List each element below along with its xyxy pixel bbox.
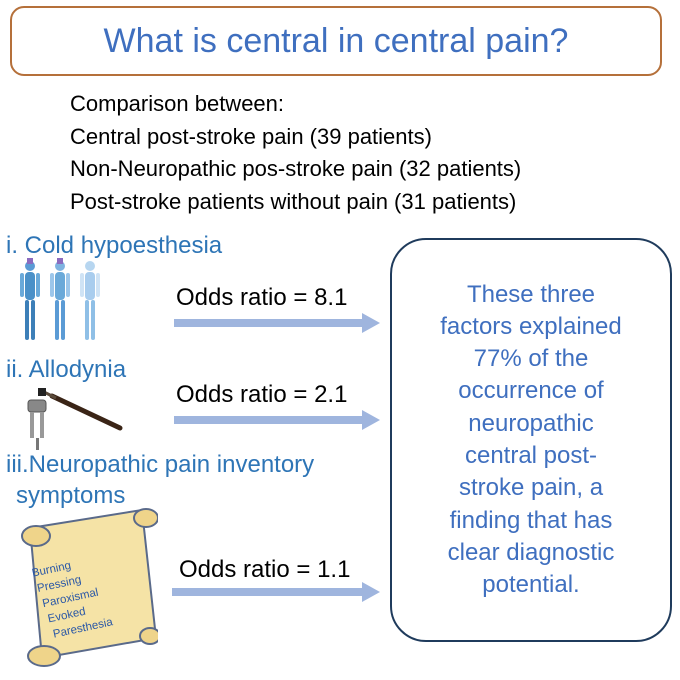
scroll-icon: [21, 508, 158, 667]
summary-line: central post-: [464, 442, 598, 469]
comparison-group: Non-Neuropathic pos-stroke pain (32 pati…: [70, 156, 522, 181]
comparison-group: Central post-stroke pain (39 patients): [70, 123, 432, 149]
body-figure-3: [80, 261, 100, 340]
comparison-heading: Comparison between:: [70, 91, 285, 116]
title-box: What is central in central pain?: [10, 6, 662, 76]
comparison-group: Post-stroke patients without pain (31 pa…: [70, 188, 517, 214]
arrow-3: [172, 582, 380, 602]
comparison-block: Comparison between: Central post-stroke …: [70, 88, 521, 218]
arrow-1: [174, 313, 380, 333]
factor-allodynia: ii. Allodynia: [6, 356, 127, 383]
summary-line: clear diagnostic: [447, 538, 615, 566]
body-figures-icon: [20, 258, 100, 340]
odds-ratio-label-2: Odds ratio = 2.1: [176, 381, 348, 408]
odds-ratio-label-1: Odds ratio = 8.1: [176, 284, 348, 311]
summary-line: occurrence of: [458, 377, 604, 405]
summary-text: These three factors explained 77% of the…: [416, 279, 646, 602]
factor-npsi-line1: iii.Neuropathic pain inventory: [6, 451, 315, 478]
body-figure-1: [20, 258, 40, 340]
summary-box: These three factors explained 77% of the…: [390, 238, 672, 642]
tuning-fork-brush-icon: [27, 388, 123, 450]
page-title: What is central in central pain?: [103, 21, 569, 60]
summary-line: These three: [466, 280, 596, 308]
arrow-2: [174, 410, 380, 430]
factor-npsi-line2: symptoms: [16, 482, 126, 509]
summary-line: finding that has: [449, 506, 613, 534]
summary-line: neuropathic: [468, 409, 594, 437]
odds-ratio-label-3: Odds ratio = 1.1: [179, 556, 351, 583]
factor-cold-hypoesthesia: i. Cold hypoesthesia: [6, 232, 223, 259]
summary-line: stroke pain, a: [458, 474, 604, 502]
body-figure-2: [50, 258, 70, 340]
summary-line: 77% of the: [473, 345, 589, 373]
summary-line: potential.: [482, 571, 580, 599]
summary-line: factors explained: [440, 312, 622, 340]
